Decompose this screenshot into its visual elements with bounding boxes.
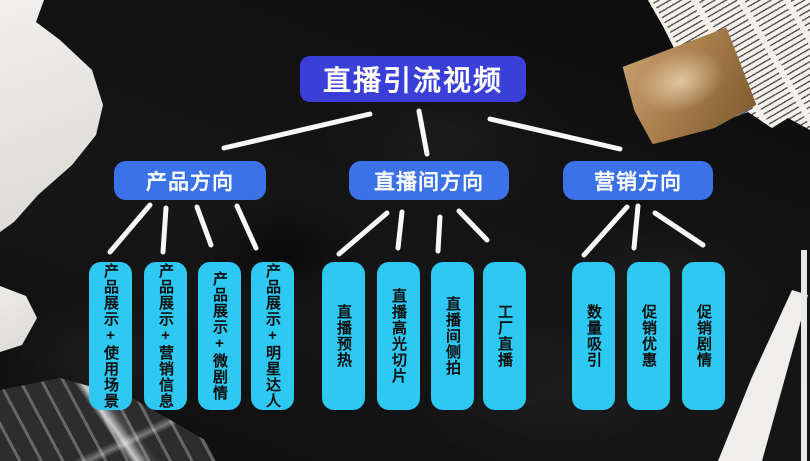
leaf-node-liveroom-3: 直播间侧拍 [431,262,474,410]
leaf-node-liveroom-4: 工厂直播 [483,262,526,410]
leaf-node-product-3: 产品展示+微剧情 [198,262,241,410]
branch-node-marketing: 营销方向 [563,161,713,200]
leaf-node-marketing-1: 数量吸引 [572,262,615,410]
branch-node-liveroom: 直播间方向 [349,161,509,200]
leaf-node-marketing-2: 促销优惠 [627,262,670,410]
leaf-node-liveroom-1: 直播预热 [322,262,365,410]
root-node-title: 直播引流视频 [300,56,526,102]
leaf-node-liveroom-2: 直播高光切片 [377,262,420,410]
branch-node-product: 产品方向 [114,161,266,200]
leaf-node-product-1: 产品展示+使用场景 [89,262,132,410]
leaf-node-product-2: 产品展示+营销信息 [144,262,187,410]
leaf-node-product-4: 产品展示+明星达人 [251,262,294,410]
leaf-node-marketing-3: 促销剧情 [682,262,725,410]
